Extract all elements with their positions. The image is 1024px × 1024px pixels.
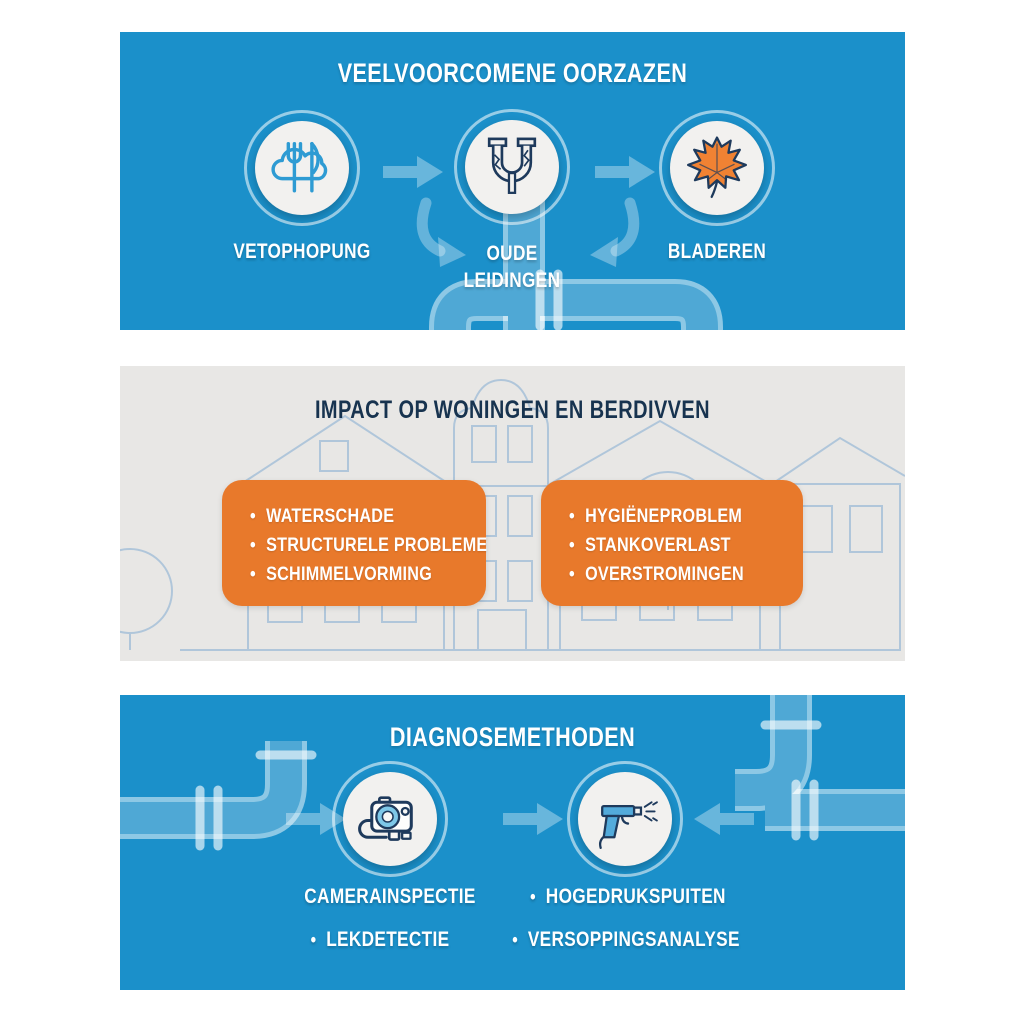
bullet: • (512, 930, 518, 951)
impact-box-right: • HYGIËNEPROBLEM • STANKOVERLAST • OVERSTRO… (541, 480, 803, 606)
arrow-right-icon (286, 803, 346, 835)
impact-item: • STANKOVERLAST (569, 531, 759, 560)
impact-list: • WATERSCHADE • STRUCTURELE PROBLEME • SCHI… (222, 480, 487, 589)
icon-circle (255, 121, 349, 215)
spray-gun-icon (598, 801, 658, 850)
impact-title: IMPACT OP WONINGEN EN BERDIVVEN (314, 396, 711, 424)
cause-label: BLADEREN (667, 240, 767, 263)
bullet: • (569, 506, 575, 527)
diagnosis-item-sprayer (567, 761, 683, 877)
diagnosis-label-text: VERSOPPINGSANALYSE (527, 928, 740, 951)
impact-list: • HYGIËNEPROBLEM • STANKOVERLAST • OVERSTRO… (541, 480, 803, 589)
icon-circle (578, 772, 672, 866)
diagnosis-item-camera (332, 761, 448, 877)
impact-item: • WATERSCHADE (250, 502, 442, 531)
impact-item-label: STANKOVERLAST (585, 535, 731, 556)
impact-item-label: HYGIËNEPROBLEM (585, 506, 743, 527)
cracked-pipe-icon (487, 137, 537, 194)
bullet: • (310, 930, 317, 951)
diagnosis-extra-label: • VERSOPPINGSANALYSE (511, 926, 741, 954)
icon-circle (343, 772, 437, 866)
maple-leaf-icon (686, 136, 748, 199)
curved-arrow-down-icon (590, 197, 640, 267)
cause-item-old-pipes (454, 109, 570, 225)
icon-circle (465, 120, 559, 214)
grease-food-icon (271, 141, 328, 193)
causes-title: VEELVOORCOMENE OORZAZEN (337, 58, 688, 88)
bullet: • (250, 564, 256, 585)
cause-item-leaves (659, 110, 775, 226)
arrow-right-icon (595, 156, 655, 188)
panel-diagnosis: CAMERAINSPECTIE • HOGEDRUKSPUITEN • LEKD… (120, 695, 905, 990)
panel-causes: VETOPHOPUNG OUDE LEIDINGEN BLADEREN VEEL… (120, 32, 905, 330)
diagnosis-label: CAMERAINSPECTIE (304, 885, 476, 908)
impact-item: • STRUCTURELE PROBLEME (250, 531, 487, 560)
bullet: • (250, 535, 256, 556)
icon-circle (670, 121, 764, 215)
impact-item: • OVERSTROMINGEN (569, 560, 759, 589)
pipe-decoration (120, 695, 905, 851)
impact-item: • SCHIMMELVORMING (250, 560, 442, 589)
impact-item-label: SCHIMMELVORMING (266, 564, 433, 585)
impact-item-label: STRUCTURELE PROBLEME (266, 535, 488, 556)
cause-item-grease (244, 110, 360, 226)
diagnosis-extra-label: • LEKDETECTIE (298, 926, 462, 954)
impact-box-left: • WATERSCHADE • STRUCTURELE PROBLEME • SCHI… (222, 480, 487, 606)
curved-arrow-down-icon (416, 197, 466, 267)
diagnosis-title: DIAGNOSEMETHODEN (389, 722, 636, 752)
diagnosis-label: • HOGEDRUKSPUITEN (513, 883, 743, 911)
diagnosis-label-text: HOGEDRUKSPUITEN (545, 885, 726, 908)
arrow-right-icon (503, 803, 563, 835)
impact-item-label: OVERSTROMINGEN (585, 564, 744, 585)
impact-item: • HYGIËNEPROBLEM (569, 502, 759, 531)
cause-label: VETOPHOPUNG (233, 240, 371, 263)
arrow-left-icon (694, 803, 754, 835)
panel-impact: IMPACT OP WONINGEN EN BERDIVVEN • WATERSC… (120, 366, 905, 661)
bullet: • (569, 535, 575, 556)
arrow-right-icon (383, 156, 443, 188)
diagnosis-label-text: LEKDETECTIE (326, 928, 450, 951)
camera-icon (358, 796, 413, 841)
bullet: • (250, 506, 256, 527)
bullet: • (530, 887, 536, 908)
cause-label: OUDE LEIDINGEN (463, 242, 561, 292)
bullet: • (569, 564, 575, 585)
impact-item-label: WATERSCHADE (266, 506, 395, 527)
